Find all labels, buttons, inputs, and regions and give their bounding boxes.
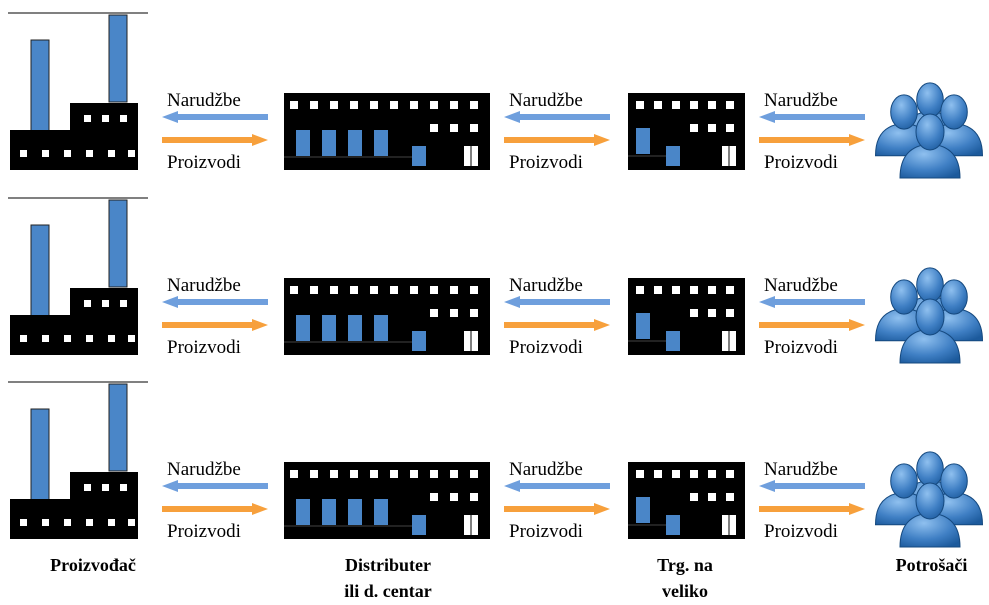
wholesale-building-icon (628, 462, 745, 539)
distribution-center-icon (284, 278, 490, 355)
orders-arrow (504, 296, 610, 308)
orders-label: Narudžbe (764, 275, 838, 296)
products-arrow (504, 319, 610, 331)
orders-label: Narudžbe (764, 459, 838, 480)
stage-label-consumers: Potrošači (874, 552, 989, 578)
distribution-center-icon (284, 462, 490, 539)
products-arrow (162, 134, 268, 146)
orders-label: Narudžbe (167, 275, 241, 296)
products-label: Proizvodi (764, 152, 838, 173)
products-label: Proizvodi (167, 521, 241, 542)
consumers-icon (874, 267, 984, 364)
orders-label: Narudžbe (509, 90, 583, 111)
factory-icon (8, 12, 148, 170)
orders-arrow (759, 111, 865, 123)
products-arrow (162, 503, 268, 515)
orders-label: Narudžbe (167, 90, 241, 111)
orders-arrow (759, 480, 865, 492)
products-label: Proizvodi (509, 521, 583, 542)
stage-label-wholesale: Trg. na veliko (625, 552, 745, 604)
stage-label-distributor: Distributer ili d. centar (313, 552, 463, 604)
orders-arrow (162, 480, 268, 492)
stage-label-line: ili d. centar (344, 581, 432, 601)
stage-label-line: Trg. na (657, 555, 713, 575)
products-arrow (504, 134, 610, 146)
products-label: Proizvodi (764, 337, 838, 358)
factory-icon (8, 197, 148, 355)
diagram-row: NarudžbeProizvodiNarudžbeProizvodiNarudž… (8, 381, 984, 548)
products-label: Proizvodi (764, 521, 838, 542)
products-arrow (759, 503, 865, 515)
orders-arrow (504, 111, 610, 123)
wholesale-building-icon (628, 93, 745, 170)
products-arrow (759, 319, 865, 331)
orders-arrow (504, 480, 610, 492)
products-label: Proizvodi (167, 337, 241, 358)
orders-label: Narudžbe (764, 90, 838, 111)
orders-arrow (162, 296, 268, 308)
orders-label: Narudžbe (167, 459, 241, 480)
products-label: Proizvodi (509, 337, 583, 358)
products-label: Proizvodi (509, 152, 583, 173)
products-arrow (162, 319, 268, 331)
orders-arrow (162, 111, 268, 123)
wholesale-building-icon (628, 278, 745, 355)
orders-label: Narudžbe (509, 459, 583, 480)
diagram-row: NarudžbeProizvodiNarudžbeProizvodiNarudž… (8, 12, 984, 179)
stage-label-line: Potrošači (895, 555, 968, 575)
products-arrow (504, 503, 610, 515)
stage-label-line: Distributer (345, 555, 431, 575)
consumers-icon (874, 451, 984, 548)
orders-arrow (759, 296, 865, 308)
stage-label-line: Proizvođač (50, 555, 136, 575)
products-arrow (759, 134, 865, 146)
products-label: Proizvodi (167, 152, 241, 173)
distribution-center-icon (284, 93, 490, 170)
diagram-row: NarudžbeProizvodiNarudžbeProizvodiNarudž… (8, 197, 984, 364)
stage-label-producer: Proizvođač (18, 552, 168, 578)
consumers-icon (874, 82, 984, 179)
factory-icon (8, 381, 148, 539)
orders-label: Narudžbe (509, 275, 583, 296)
stage-label-line: veliko (661, 581, 708, 601)
